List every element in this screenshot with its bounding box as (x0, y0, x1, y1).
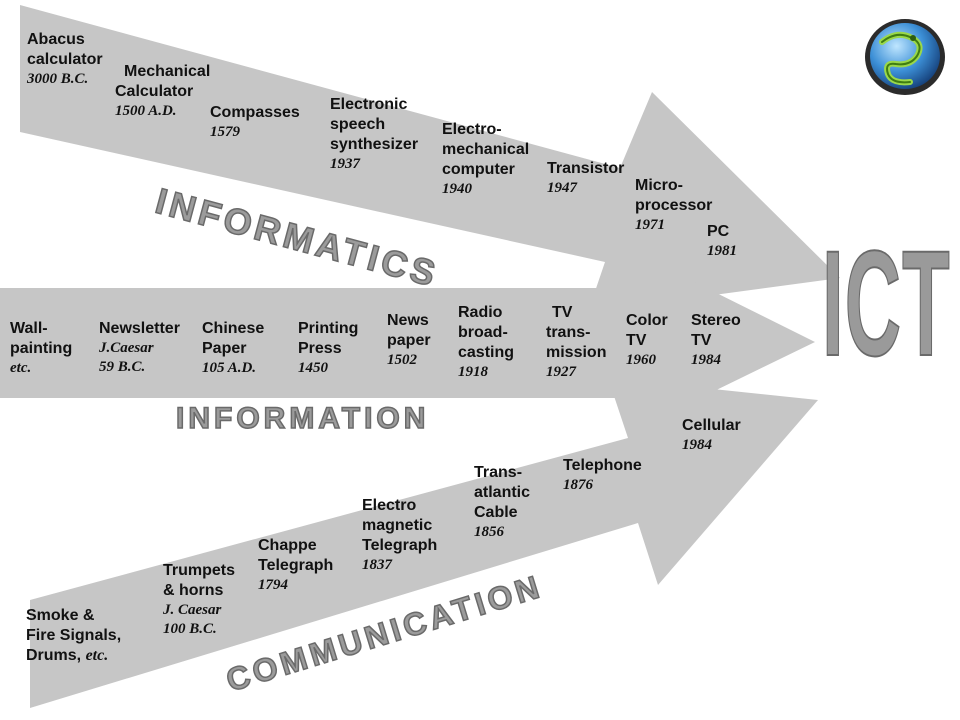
informatics-item-compasses: Compasses 1579 (210, 104, 300, 140)
informatics-item-abacus: Abacus calculator 3000 B.C. (27, 31, 103, 87)
communication-item-electromagnetic-telegraph: Electro magnetic Telegraph 1837 (362, 497, 438, 573)
communication-item-chappe-telegraph: Chappe Telegraph 1794 (258, 537, 334, 593)
information-item-color-tv: Color TV 1960 (626, 312, 668, 368)
informatics-item-mechanical-calculator: Mechanical Calculator 1500 A.D. (115, 63, 211, 119)
informatics-item-pc: PC 1981 (707, 223, 737, 259)
informatics-item-microprocessor: Micro- processor 1971 (635, 177, 713, 233)
communication-item-smoke-fire-signals: Smoke & Fire Signals, Drums, etc. (26, 607, 122, 664)
information-item-tv-transmission: TV trans- mission 1927 (546, 304, 607, 380)
informatics-item-speech-synthesizer: Electronic speech synthesizer 1937 (330, 96, 419, 172)
ict-title: ICT (821, 219, 951, 387)
globe-snake-logo-icon (862, 12, 948, 98)
communication-item-transatlantic-cable: Trans- atlantic Cable 1856 (474, 464, 531, 540)
communication-item-cellular: Cellular 1984 (682, 417, 741, 453)
information-item-wall-painting: Wall- painting etc. (10, 320, 73, 376)
information-item-newspaper: News paper 1502 (387, 312, 431, 368)
informatics-item-electromechanical-computer: Electro- mechanical computer 1940 (442, 121, 530, 197)
informatics-item-transistor: Transistor 1947 (547, 160, 625, 196)
communication-item-trumpets-horns: Trumpets & horns J. Caesar 100 B.C. (163, 562, 236, 637)
communication-arrow (30, 378, 818, 708)
information-item-chinese-paper: Chinese Paper 105 A.D. (202, 320, 265, 376)
information-item-newsletter: Newsletter J.Caesar 59 B.C. (99, 320, 180, 375)
information-band-label: INFORMATION (175, 401, 430, 436)
communication-item-telephone: Telephone 1876 (563, 457, 642, 493)
information-item-printing-press: Printing Press 1450 (298, 320, 359, 376)
information-item-radio-broadcasting: Radio broad- casting 1918 (458, 304, 515, 380)
information-item-stereo-tv: Stereo TV 1984 (691, 312, 741, 368)
informatics-arrow (20, 5, 840, 312)
